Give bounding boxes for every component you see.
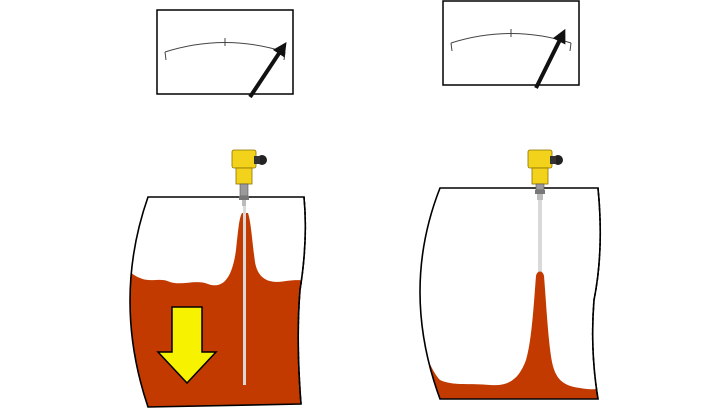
right-level-meter — [442, 0, 580, 89]
left-level-sensor-icon — [231, 149, 267, 206]
right-scene — [419, 0, 602, 400]
right-tank — [419, 187, 602, 400]
right-level-sensor-icon — [527, 149, 563, 200]
left-tank-wall-texture — [297, 196, 307, 405]
needle-shaft — [248, 47, 284, 99]
needle-arrowhead — [552, 28, 566, 45]
left-meter-tick-start — [164, 51, 167, 61]
needle-arrowhead — [272, 42, 287, 58]
right-material-fill — [420, 271, 601, 399]
right-tank-wall-texture — [591, 187, 602, 400]
left-level-meter — [156, 9, 294, 99]
left-scene — [129, 9, 307, 408]
right-meter-tick-end — [569, 42, 572, 52]
left-tank — [129, 196, 307, 408]
left-probe-rod — [243, 205, 246, 385]
left-meter-frame — [156, 9, 294, 95]
right-meter-tick-start — [450, 42, 453, 52]
right-meter-needle — [534, 28, 566, 89]
left-meter-needle — [248, 42, 287, 99]
right-tank-outline — [419, 187, 602, 400]
left-material-fill — [130, 213, 306, 407]
needle-shaft — [534, 35, 564, 89]
left-down-arrow — [156, 306, 218, 385]
